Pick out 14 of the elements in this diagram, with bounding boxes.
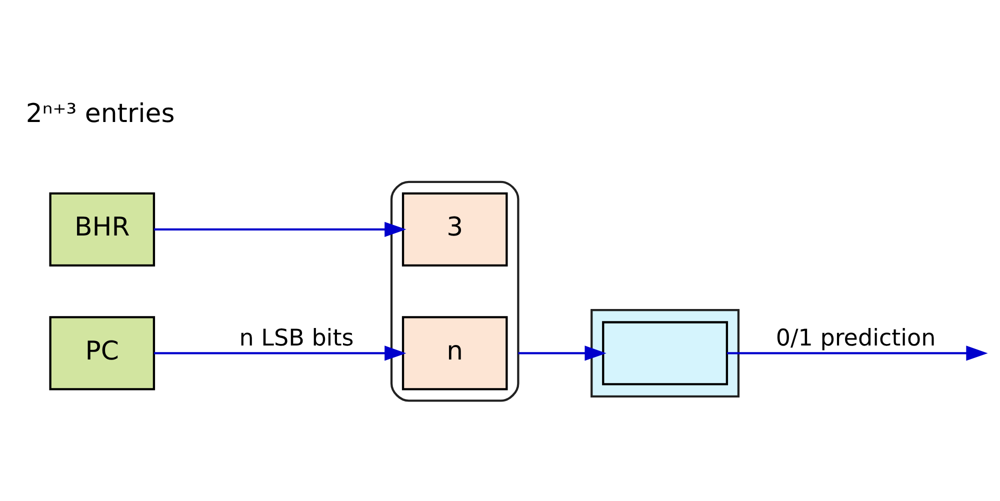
label: 2ⁿ⁺³ entries <box>26 98 175 129</box>
arrow <box>727 345 988 360</box>
edge-label: 0/1 prediction <box>776 325 936 352</box>
node-box: n <box>402 316 508 390</box>
node-box <box>602 320 728 385</box>
cluster <box>590 308 740 397</box>
arrow <box>154 345 406 360</box>
node-box: BHR <box>49 192 156 266</box>
arrow <box>154 221 406 236</box>
node-box: 3 <box>402 192 508 266</box>
node-box: PC <box>49 316 156 390</box>
edge-label: n LSB bits <box>239 325 354 352</box>
arrow <box>518 345 606 360</box>
cluster <box>390 180 520 402</box>
